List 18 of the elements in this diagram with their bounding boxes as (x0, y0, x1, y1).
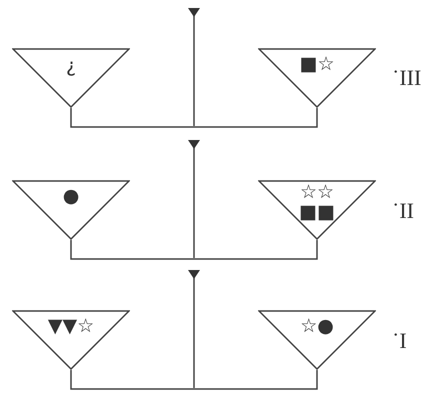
row-number: ˙III (392, 65, 422, 91)
scale-pan (258, 180, 376, 240)
symbol-text: ☆● (299, 316, 335, 336)
symbol-text: ¿ (64, 56, 78, 76)
symbol-text: ■☆ (298, 54, 336, 74)
symbol-text: ▼▼☆ (46, 316, 96, 336)
scale-pan (258, 310, 376, 370)
symbol-text: ☆☆ ■■ (298, 182, 336, 222)
scale-pan (12, 48, 130, 108)
balance-beam (70, 370, 318, 390)
balance-beam (70, 108, 318, 128)
scale-pan (12, 310, 130, 370)
scale-pan (12, 180, 130, 240)
scale-pan (258, 48, 376, 108)
row-number: ˙II (392, 198, 414, 224)
balance-beam (70, 240, 318, 260)
symbol-text: ● (62, 186, 80, 206)
row-number: ˙I (392, 328, 407, 354)
